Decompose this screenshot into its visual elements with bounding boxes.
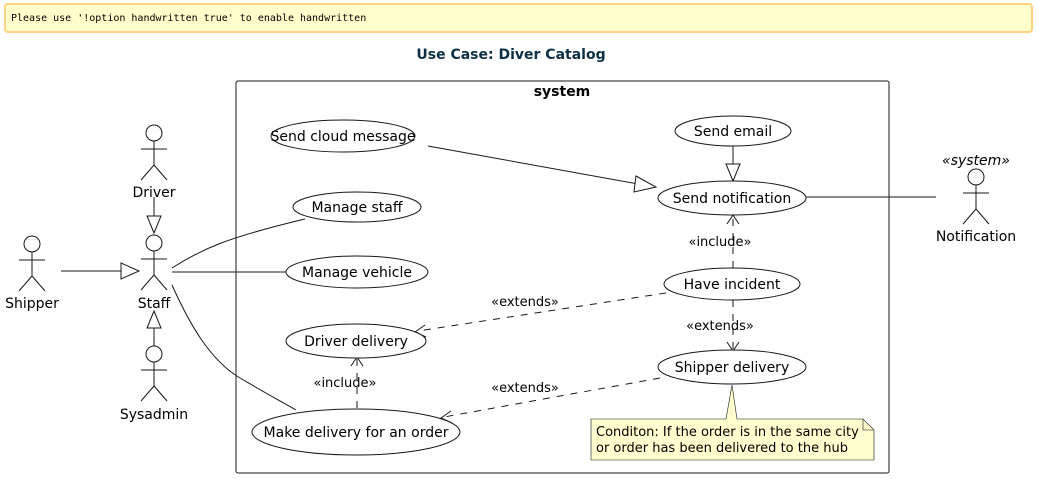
include-label-notification: «include» (688, 235, 751, 250)
extends-label-make: «extends» (491, 381, 559, 396)
generalization-arrow-driver (146, 215, 162, 235)
diagram-title: Use Case: Diver Catalog (416, 47, 605, 63)
actor-label: Staff (138, 296, 171, 312)
use-case-label: Manage staff (311, 200, 402, 216)
use-case-send-cloud-message[interactable]: Send cloud message (270, 119, 416, 153)
generalization-arrow-shipper (120, 262, 141, 280)
actor-label: Shipper (5, 296, 59, 312)
actor-shipper[interactable]: Shipper (5, 235, 59, 312)
actor-driver[interactable]: Driver (132, 124, 176, 201)
use-case-label: Shipper delivery (675, 360, 789, 376)
actor-label: Sysadmin (120, 407, 188, 423)
staff-manage-staff-line (171, 218, 306, 269)
generalization-arrow-cloud-message (633, 175, 658, 193)
warning-banner: Please use '!option handwritten true' to… (4, 3, 1033, 33)
actor-staff[interactable]: Staff (138, 234, 171, 312)
use-case-shipper-delivery[interactable]: Shipper delivery (657, 349, 807, 385)
use-case-label: Driver delivery (304, 334, 408, 350)
warning-text: Please use '!option handwritten true' to… (11, 13, 366, 24)
use-case-have-incident[interactable]: Have incident (663, 267, 801, 301)
note-line-2: or order has been delivered to the hub (596, 441, 848, 456)
shipper-make-extends-line (443, 377, 661, 418)
actor-sysadmin[interactable]: Sysadmin (120, 345, 188, 423)
system-boundary (235, 80, 890, 474)
actor-label: Driver (132, 185, 175, 201)
use-case-label: Send notification (673, 191, 791, 207)
use-case-label: Send email (694, 124, 772, 140)
use-case-send-email[interactable]: Send email (674, 115, 792, 147)
generalization-arrow-sysadmin (146, 309, 162, 329)
actor-label: Notification (936, 229, 1016, 245)
use-case-label: Have incident (684, 277, 781, 293)
use-case-label: Make delivery for an order (264, 425, 449, 441)
actor-stereotype: «system» (942, 153, 1010, 169)
generalization-arrow-email (725, 163, 741, 183)
actor-notification[interactable]: «system» Notification (936, 153, 1016, 245)
use-case-label: Send cloud message (271, 129, 416, 145)
staff-make-delivery-line (171, 284, 297, 411)
note-line-1: Conditon: If the order is in the same ci… (596, 425, 859, 440)
use-case-label: Manage vehicle (302, 265, 412, 281)
extends-label-shipper: «extends» (686, 319, 754, 334)
use-case-send-notification[interactable]: Send notification (657, 180, 807, 216)
warning-box (4, 3, 1033, 33)
system-label: system (534, 84, 591, 100)
use-case-manage-vehicle[interactable]: Manage vehicle (285, 255, 429, 289)
include-label-driver: «include» (313, 376, 376, 391)
use-case-make-delivery[interactable]: Make delivery for an order (251, 408, 461, 456)
use-case-driver-delivery[interactable]: Driver delivery (285, 323, 427, 359)
cloud-message-notification-line (427, 145, 639, 185)
use-case-manage-staff[interactable]: Manage staff (292, 191, 422, 223)
condition-note: Conditon: If the order is in the same ci… (590, 384, 875, 461)
extends-label-driver: «extends» (491, 295, 559, 310)
note-fold (862, 419, 874, 431)
